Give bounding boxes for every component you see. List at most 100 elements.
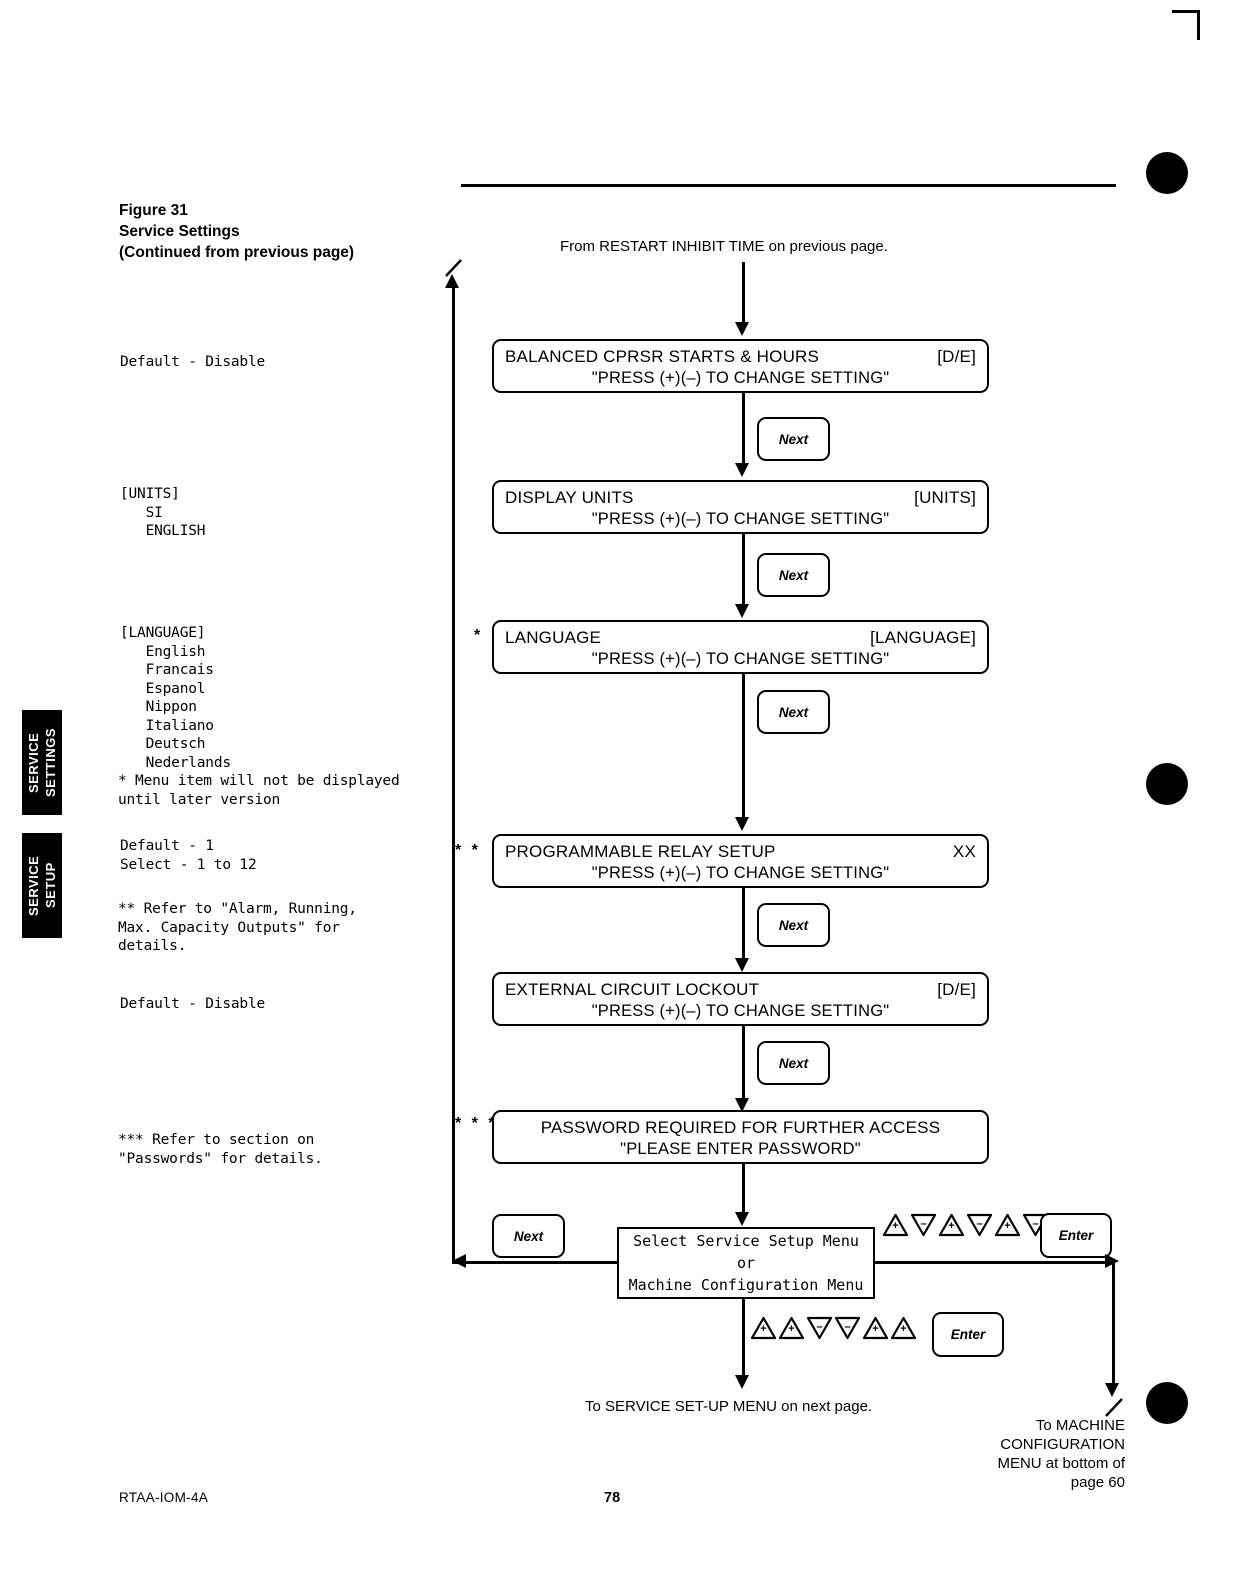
connector-to-machine-config	[875, 1261, 1113, 1264]
step-box-display-units[interactable]: DISPLAY UNITS [UNITS] "PRESS (+)(–) TO C…	[492, 480, 989, 534]
arrow-down-icon	[735, 1212, 749, 1226]
arrow-left-icon	[452, 1254, 466, 1268]
step-title: PROGRAMMABLE RELAY SETUP	[505, 842, 776, 861]
step-box-balanced-cprsr[interactable]: BALANCED CPRSR STARTS & HOURS [D/E] "PRE…	[492, 339, 989, 393]
enter-button[interactable]: Enter	[1040, 1213, 1112, 1258]
arrow-up-icon	[445, 274, 459, 288]
side-tab-service-settings: SERVICE SETTINGS	[22, 710, 62, 815]
note-relay-defaults: Default - 1 Select - 1 to 12	[120, 838, 257, 873]
keypad-down-triangle-icon: –	[834, 1316, 861, 1340]
enter-button[interactable]: Enter	[932, 1312, 1004, 1357]
enter-button-label: Enter	[950, 1327, 986, 1342]
connector-return-loop	[452, 285, 455, 1262]
step-title: BALANCED CPRSR STARTS & HOURS	[505, 347, 820, 366]
connector-4	[742, 888, 745, 960]
registration-dot	[1146, 1382, 1188, 1424]
connector-2	[742, 534, 745, 606]
connector-return-tail	[452, 1261, 622, 1264]
next-button[interactable]: Next	[757, 690, 830, 734]
arrow-down-icon	[735, 1375, 749, 1389]
step-subtitle: "PRESS (+)(–) TO CHANGE SETTING"	[591, 369, 890, 387]
next-button-label: Next	[778, 431, 809, 447]
next-button-label: Next	[513, 1228, 544, 1244]
footnote-marker-double: * *	[455, 842, 481, 859]
connector-3	[742, 674, 745, 819]
step-value: [D/E]	[937, 347, 976, 366]
step-subtitle: "PRESS (+)(–) TO CHANGE SETTING"	[591, 650, 890, 668]
connector-machine-config-down	[1112, 1261, 1115, 1385]
note-double-star: ** Refer to "Alarm, Running, Max. Capaci…	[118, 901, 357, 954]
key-sequence-machine-config: ++––++	[750, 1316, 917, 1340]
step-title: PASSWORD REQUIRED FOR FURTHER ACCESS	[540, 1118, 941, 1137]
keypad-up-triangle-icon: +	[862, 1316, 889, 1340]
arrow-down-icon	[735, 322, 749, 336]
footer-document-id: RTAA-IOM-4A	[119, 1490, 209, 1505]
footnote-marker-single: *	[474, 627, 484, 644]
step-box-language[interactable]: LANGUAGE [LANGUAGE] "PRESS (+)(–) TO CHA…	[492, 620, 989, 674]
keypad-up-triangle-icon: +	[778, 1316, 805, 1340]
connector-6	[742, 1164, 745, 1214]
menu-select-box[interactable]: Select Service Setup Menu or Machine Con…	[617, 1227, 875, 1299]
side-tab-service-setup: SERVICE SETUP	[22, 833, 62, 938]
step-value: [D/E]	[937, 980, 976, 999]
step-subtitle: "PRESS (+)(–) TO CHANGE SETTING"	[591, 510, 890, 528]
keypad-up-triangle-icon: +	[890, 1316, 917, 1340]
connector-entry	[742, 262, 745, 324]
next-button-label: Next	[778, 704, 809, 720]
footer-page-number: 78	[604, 1490, 621, 1506]
svg-text:+: +	[760, 1323, 766, 1335]
svg-text:–: –	[920, 1218, 926, 1230]
svg-text:+: +	[948, 1220, 954, 1232]
figure-caption: Figure 31 Service Settings (Continued fr…	[119, 200, 354, 263]
svg-text:+: +	[872, 1323, 878, 1335]
figure-title: Service Settings	[119, 223, 240, 240]
step-box-password[interactable]: PASSWORD REQUIRED FOR FURTHER ACCESS "PL…	[492, 1110, 989, 1164]
registration-dot	[1146, 763, 1188, 805]
figure-subtitle: (Continued from previous page)	[119, 244, 355, 261]
step-box-programmable-relay[interactable]: PROGRAMMABLE RELAY SETUP XX "PRESS (+)(–…	[492, 834, 989, 888]
keypad-up-triangle-icon: +	[938, 1213, 965, 1237]
svg-text:+: +	[900, 1323, 906, 1335]
step-value: [LANGUAGE]	[870, 628, 976, 647]
keypad-up-triangle-icon: +	[994, 1213, 1021, 1237]
svg-text:–: –	[1032, 1218, 1038, 1230]
note-default-disable-1: Default - Disable	[120, 354, 266, 370]
arrow-down-icon	[1105, 1383, 1119, 1397]
next-button-label: Next	[778, 917, 809, 933]
step-box-external-circuit-lockout[interactable]: EXTERNAL CIRCUIT LOCKOUT [D/E] "PRESS (+…	[492, 972, 989, 1026]
arrow-down-icon	[735, 604, 749, 618]
arrow-down-icon	[735, 958, 749, 972]
step-title: EXTERNAL CIRCUIT LOCKOUT	[505, 980, 760, 999]
registration-dot	[1146, 152, 1188, 194]
note-language-options: [LANGUAGE] English Francais Espanol Nipp…	[120, 625, 231, 771]
menu-line-3: Machine Configuration Menu	[628, 1276, 864, 1294]
keypad-down-triangle-icon: –	[966, 1213, 993, 1237]
next-button[interactable]: Next	[757, 553, 830, 597]
svg-text:–: –	[976, 1218, 982, 1230]
machine-config-tick-mark	[1104, 1396, 1126, 1418]
header-rule	[461, 184, 1116, 187]
side-tab-label: SERVICE SETTINGS	[26, 728, 58, 798]
step-title: DISPLAY UNITS	[505, 488, 634, 507]
step-value: [UNITS]	[914, 488, 976, 507]
key-sequence-service-setup: + – + – + –	[882, 1213, 1049, 1237]
menu-line-2: or	[736, 1254, 756, 1272]
svg-text:+: +	[892, 1220, 898, 1232]
next-button-label: Next	[778, 567, 809, 583]
next-button[interactable]: Next	[757, 1041, 830, 1085]
svg-text:–: –	[816, 1321, 822, 1333]
step-title: LANGUAGE	[505, 628, 602, 647]
next-button[interactable]: Next	[492, 1214, 565, 1258]
next-button[interactable]: Next	[757, 417, 830, 461]
svg-text:+: +	[1004, 1220, 1010, 1232]
keypad-down-triangle-icon: –	[910, 1213, 937, 1237]
enter-button-label: Enter	[1058, 1228, 1094, 1243]
arrow-down-icon	[735, 1098, 749, 1112]
entry-caption: From RESTART INHIBIT TIME on previous pa…	[560, 238, 888, 255]
connector-to-service-setup-menu	[742, 1299, 745, 1377]
keypad-up-triangle-icon: +	[750, 1316, 777, 1340]
connector-1	[742, 393, 745, 465]
svg-text:–: –	[844, 1321, 850, 1333]
next-button[interactable]: Next	[757, 903, 830, 947]
next-button-label: Next	[778, 1055, 809, 1071]
